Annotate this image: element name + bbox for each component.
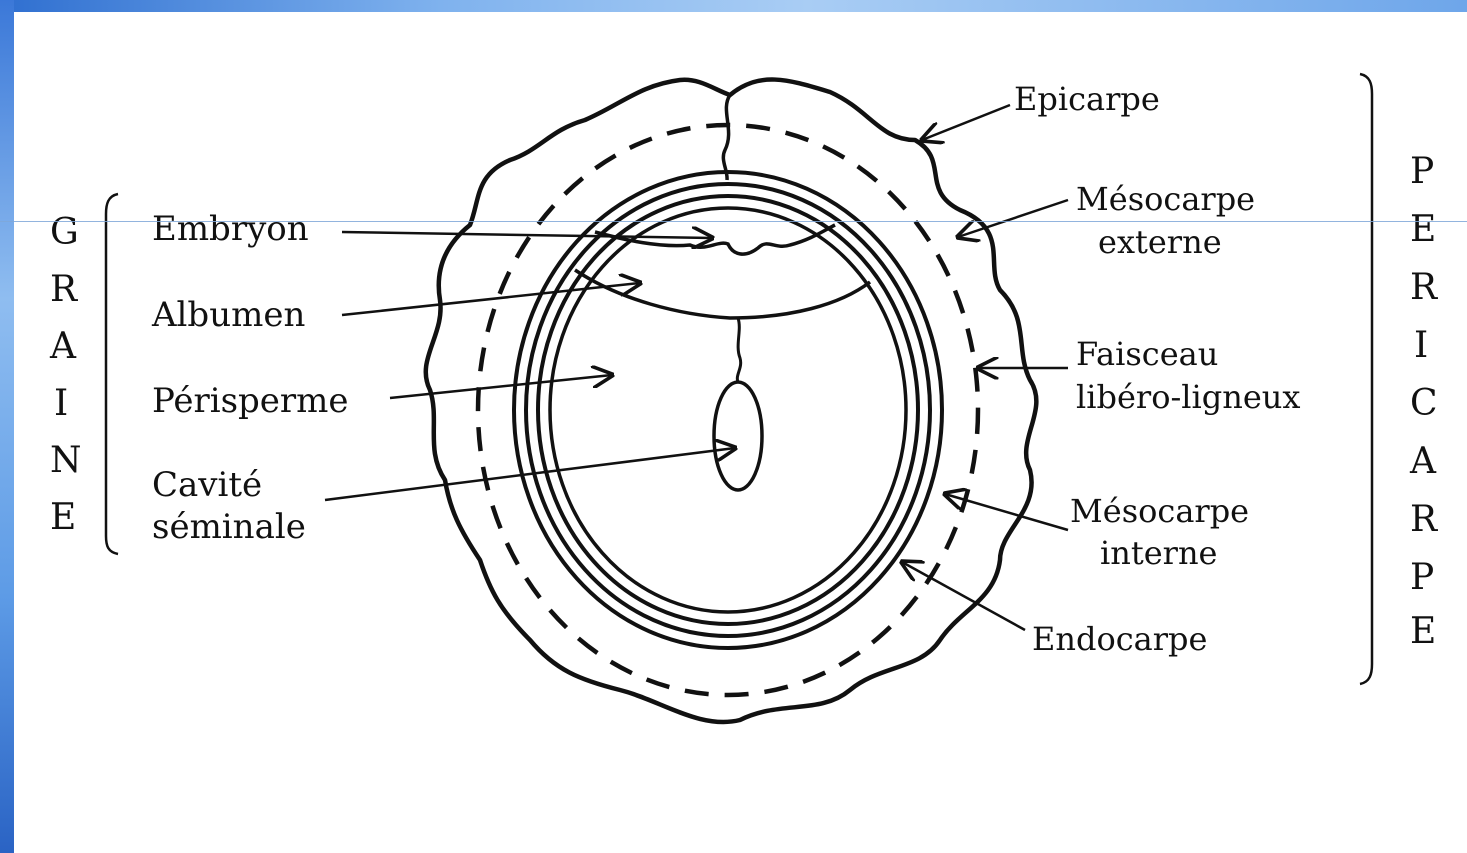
label-faisceau-line2: libéro-ligneux [1076,378,1300,416]
endocarpe-ring-3 [538,196,918,624]
label-mesocarpe-externe-line1: Mésocarpe [1076,180,1255,218]
perisperme-leader [390,375,612,398]
label-perisperme: Périsperme [152,381,349,421]
label-faisceau-line1: Faisceau [1076,335,1218,373]
label-cavite-line1: Cavité [152,465,262,505]
label-endocarpe: Endocarpe [1032,620,1207,658]
label-mesocarpe-interne-line2: interne [1100,534,1217,572]
seminal-stalk [737,318,740,382]
graine-vertical-word: G R A I N E [49,212,82,538]
graine-letter: G [50,212,79,253]
slide-guide-line [0,221,1467,222]
albumen-leader [342,283,640,315]
embryon-line [595,225,835,254]
label-cavite-line2: séminale [152,507,306,547]
graine-bracket [106,194,118,554]
graine-letter: R [50,269,78,310]
label-embryon: Embryon [152,209,309,249]
pericarpe-letter: E [1410,611,1436,652]
epicarpe-leader [922,105,1010,140]
label-mesocarpe-externe-line2: externe [1098,223,1222,261]
seam-line [723,95,730,180]
pericarpe-letter: R [1410,267,1438,308]
pericarpe-letter: P [1410,557,1434,598]
faisceau-dashed-ring [478,125,978,695]
albumen-arc [575,270,870,318]
pericarpe-bracket [1360,74,1372,684]
pericarpe-letter: C [1410,383,1438,424]
graine-letter: A [49,326,77,367]
pericarpe-letter: E [1410,209,1436,250]
graine-ring [550,208,906,612]
pericarpe-letter: A [1409,441,1437,482]
pericarpe-letter: I [1414,325,1428,366]
label-mesocarpe-interne-line1: Mésocarpe [1070,492,1249,530]
graine-letter: N [50,440,82,481]
graine-letter: E [50,497,76,538]
pericarpe-vertical-word: P E R I C A R P E [1409,151,1438,652]
cavite-seminale-oval [714,382,762,490]
label-epicarpe: Epicarpe [1014,80,1160,118]
endocarpe-leader [902,562,1025,630]
pericarpe-letter: R [1410,499,1438,540]
label-albumen: Albumen [151,295,305,335]
pericarpe-letter: P [1410,151,1434,192]
graine-letter: I [54,383,68,424]
endocarpe-ring-2 [526,184,930,636]
